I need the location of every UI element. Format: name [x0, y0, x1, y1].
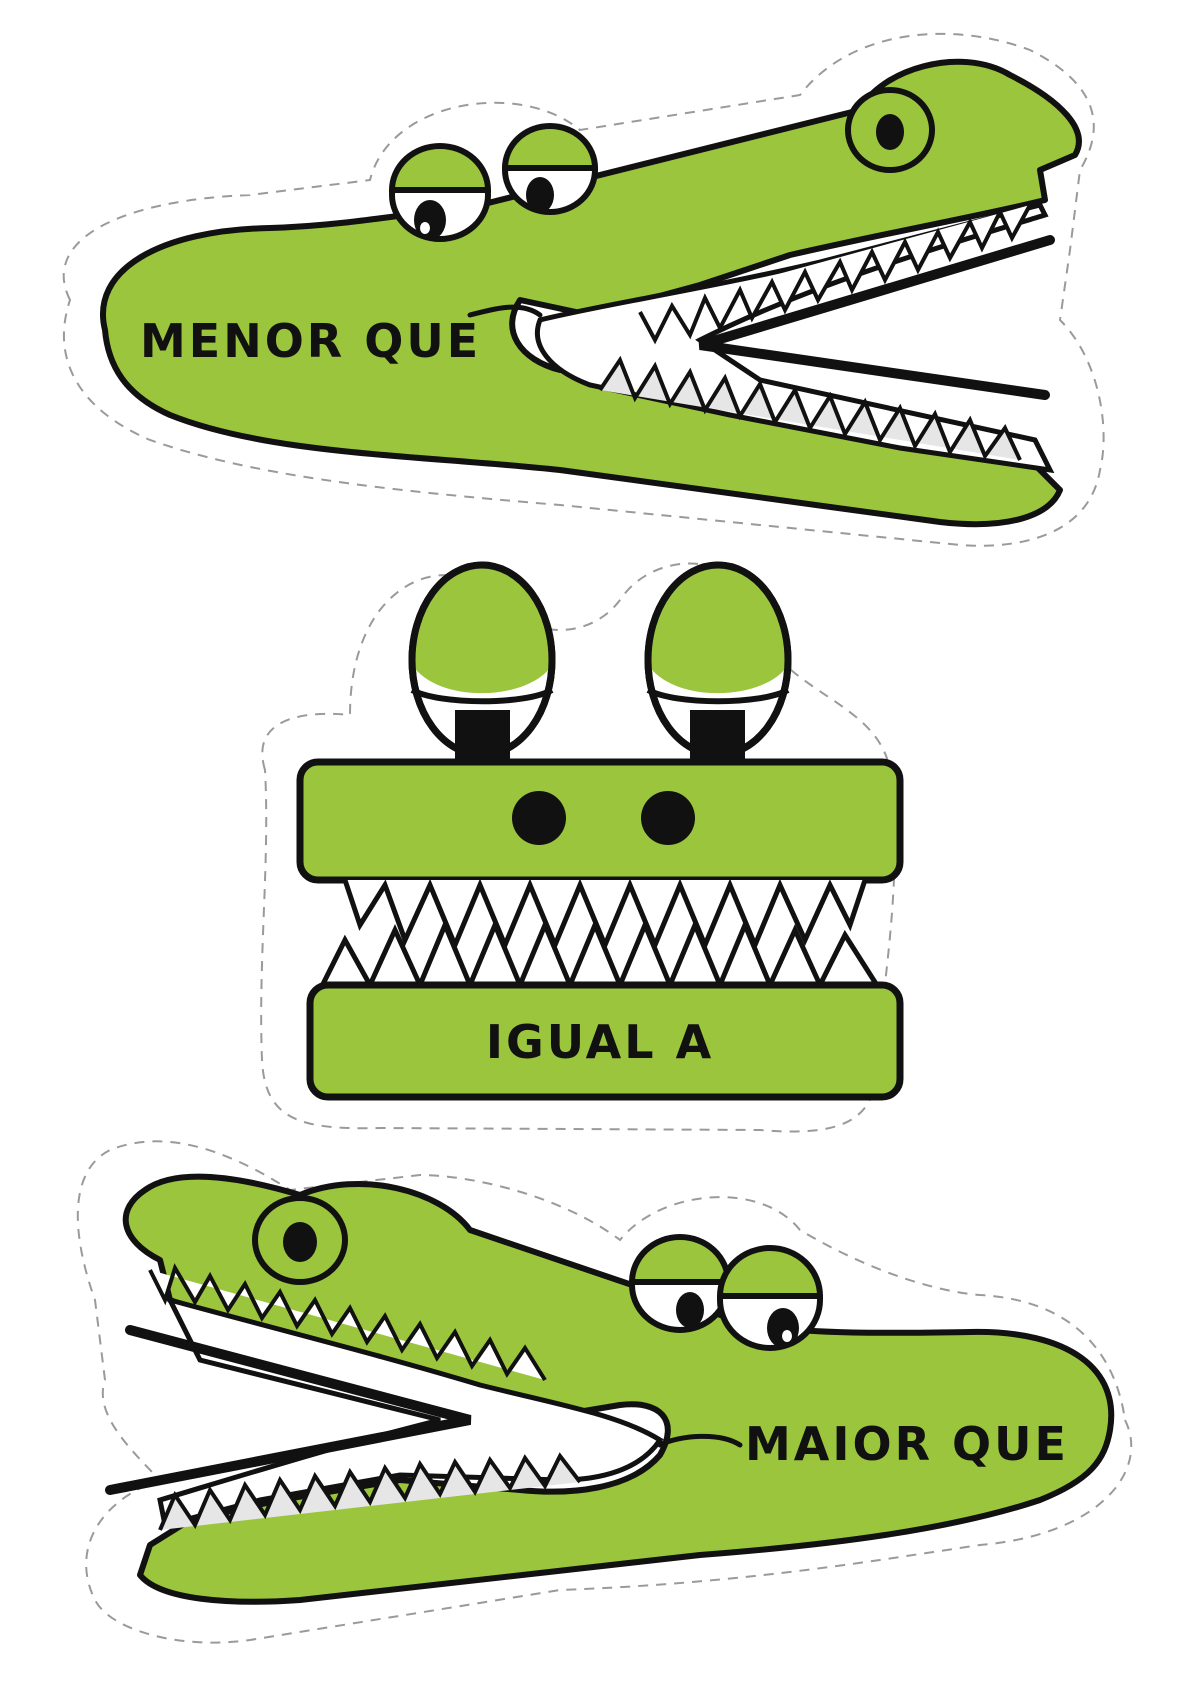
label-maior-que: MAIOR QUE [745, 1417, 1069, 1471]
card-menor-que: MENOR QUE [62, 32, 1105, 547]
card-maior-que: MAIOR QUE [76, 1140, 1133, 1644]
card-igual-a: IGUAL A [260, 561, 904, 1133]
crocodile-greater-than-icon [105, 1173, 1115, 1605]
label-igual-a: IGUAL A [486, 1015, 714, 1069]
cut-line-menor [62, 32, 1105, 547]
cut-line-igual [260, 562, 896, 1133]
crocodile-less-than-icon [100, 58, 1082, 528]
crocodile-equal-icon [296, 561, 904, 1101]
label-menor-que: MENOR QUE [140, 314, 481, 368]
cut-line-maior [76, 1140, 1133, 1644]
